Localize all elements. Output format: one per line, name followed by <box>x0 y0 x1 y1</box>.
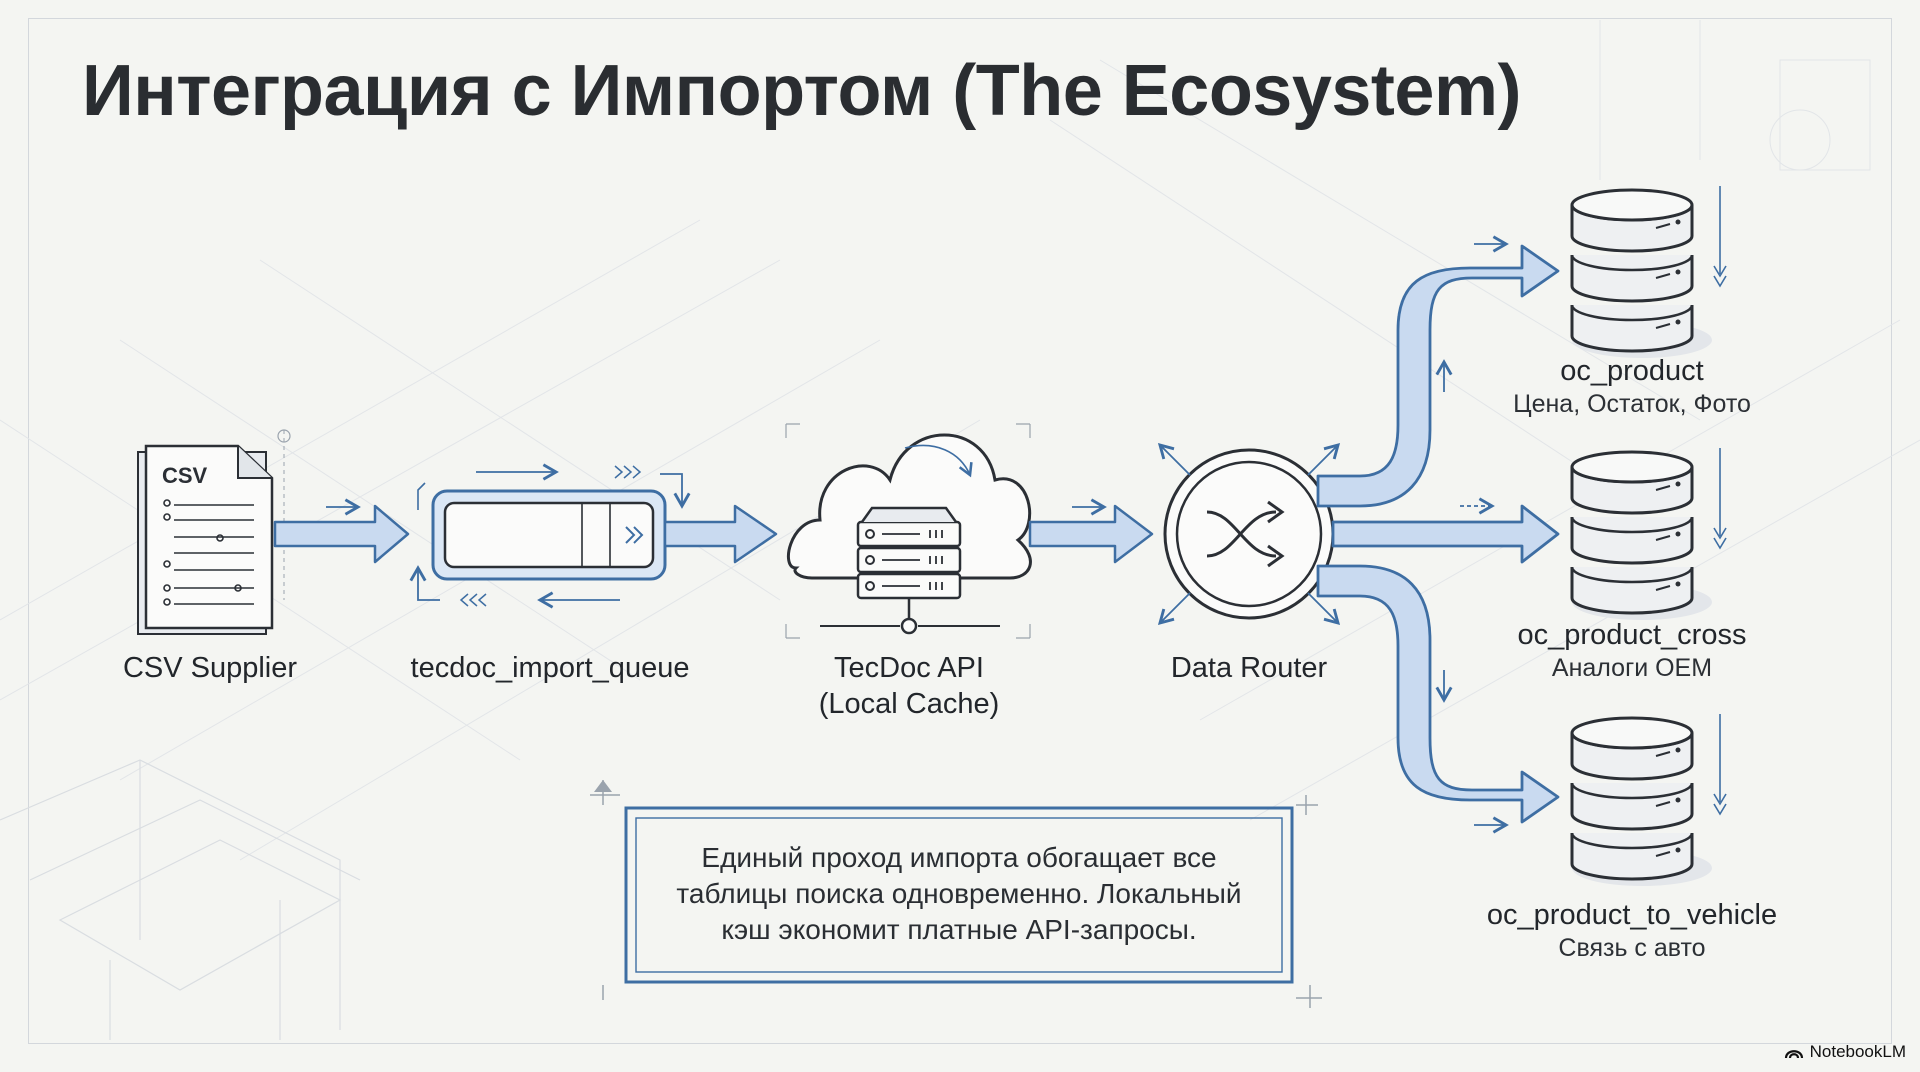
db-led <box>1675 319 1681 325</box>
db-slot <box>1655 801 1671 807</box>
database-icon-cross <box>1570 448 1727 620</box>
api-label-line2: (Local Cache) <box>818 688 1000 720</box>
page-title: Интеграция с Импортом (The Ecosystem) <box>82 51 1521 131</box>
db-led <box>1675 747 1681 753</box>
note-line-1: Единый проход импорта обогащает все <box>701 842 1217 873</box>
db-side-arrowhead <box>1713 793 1727 816</box>
db-top <box>1570 188 1694 222</box>
branch-arrows <box>1316 244 1560 824</box>
queue-icon <box>409 463 691 609</box>
db-side-arrowhead <box>1713 527 1727 550</box>
db-label-vehicle: oc_product_to_vehicle Связь с авто <box>1487 898 1777 964</box>
db-top <box>1570 450 1694 484</box>
csv-file-text: CSV <box>162 463 208 488</box>
db-description: Аналоги OEM <box>1551 654 1713 682</box>
db-led <box>1675 481 1681 487</box>
router-label: Data Router <box>1170 652 1328 684</box>
db-tier <box>1570 833 1694 881</box>
db-tier-rim <box>1570 782 1694 800</box>
db-name: oc_product <box>1560 355 1704 387</box>
notebooklm-icon <box>1784 1050 1803 1059</box>
db-led <box>1675 847 1681 853</box>
db-slot <box>1655 585 1671 591</box>
db-slot <box>1655 323 1671 329</box>
note-line-3: кэш экономит платные API-запросы. <box>721 914 1197 945</box>
db-led <box>1675 219 1681 225</box>
db-led <box>1675 531 1681 537</box>
database-icon-vehicle <box>1570 714 1727 886</box>
db-tier <box>1570 255 1694 303</box>
db-tier-rim <box>1570 516 1694 534</box>
db-name: oc_product_cross <box>1517 619 1747 651</box>
db-label-product: oc_product Цена, Остаток, Фото <box>1513 354 1751 420</box>
db-led <box>1675 269 1681 275</box>
db-tier-rim <box>1570 304 1694 322</box>
brand-name: NotebookLM <box>1809 1042 1906 1061</box>
db-tier-rim <box>1570 254 1694 272</box>
db-led <box>1675 581 1681 587</box>
db-label-cross: oc_product_cross Аналоги OEM <box>1518 618 1747 684</box>
note-text: Единый проход импорта обогащает все табл… <box>628 808 1290 980</box>
flow-arrow-1 <box>273 504 410 564</box>
db-slot <box>1655 273 1671 279</box>
db-description: Цена, Остаток, Фото <box>1513 390 1751 418</box>
database-icon-product <box>1570 186 1727 358</box>
db-slot <box>1655 535 1671 541</box>
db-tier-rim <box>1570 566 1694 584</box>
note-line-2: таблицы поиска одновременно. Локальный <box>676 878 1242 909</box>
db-slot <box>1655 485 1671 491</box>
flow-arrow-2 <box>663 504 778 564</box>
router-icon <box>1157 442 1341 626</box>
db-slot <box>1655 223 1671 229</box>
note-frame <box>590 780 1322 1008</box>
db-slot <box>1655 851 1671 857</box>
import-queue-label: tecdoc_import_queue <box>410 652 690 684</box>
db-tier <box>1570 517 1694 565</box>
db-led <box>1675 797 1681 803</box>
api-label-line1: TecDoc API <box>834 652 984 684</box>
csv-supplier-label: CSV Supplier <box>122 652 298 684</box>
slide-frame <box>28 18 1892 1044</box>
brand-logo: NotebookLM <box>1784 1042 1906 1062</box>
db-name: oc_product_to_vehicle <box>1486 899 1778 931</box>
db-tier <box>1570 305 1694 353</box>
cloud-server-icon <box>785 423 1032 639</box>
db-tier-rim <box>1570 832 1694 850</box>
csv-file-icon: CSV <box>137 429 291 635</box>
db-top <box>1570 716 1694 750</box>
db-description: Связь с авто <box>1558 934 1706 962</box>
db-side-arrowhead <box>1713 265 1727 288</box>
db-tier <box>1570 783 1694 831</box>
flow-arrow-3 <box>1028 504 1154 564</box>
db-tier <box>1570 567 1694 615</box>
db-slot <box>1655 751 1671 757</box>
